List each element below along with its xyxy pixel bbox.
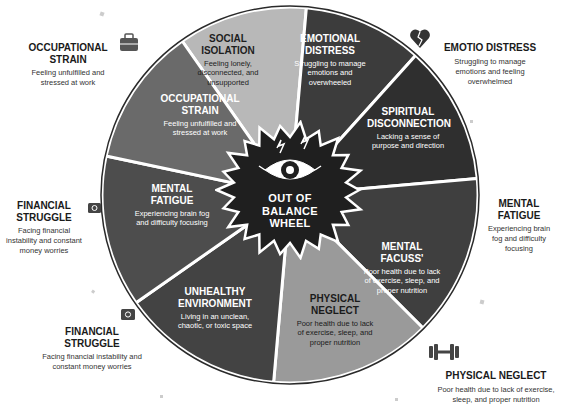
callout-description: Facing financial instability and constan…: [4, 226, 84, 255]
hub-starburst: OUT OF BALANCE WHEEL: [215, 120, 365, 260]
broken-heart-icon: [410, 30, 430, 48]
eye-illustration: [281, 161, 299, 179]
segment-title: MENTAL FACUSS': [361, 241, 443, 264]
segment-title: PHYSICAL NEGLECT: [296, 293, 374, 316]
segment-description: Poor health due to lack of exercise, sle…: [361, 267, 443, 295]
wheel-segment: UNHEALTHY ENVIRONMENT Living in an unclea…: [175, 286, 255, 331]
callout-title: OCCUPATIONAL STRAIN: [13, 42, 123, 65]
callout-description: Facing financial instability and constan…: [29, 352, 155, 372]
segment-description: Feeling unfulfilled and stressed at work: [160, 119, 240, 138]
callout-title: PHYSICAL NEGLECT: [434, 370, 558, 382]
wheel-segment: PHYSICAL NEGLECT Poor health due to lack …: [296, 293, 374, 347]
wheel-segment: EMOTIONAL DISTRESS Struggling to manage e…: [290, 33, 370, 87]
callout-title: FINANCIAL STRUGGLE: [2, 200, 86, 223]
debris: [91, 11, 484, 401]
money-icon: [88, 203, 101, 213]
wheel-segment: SPIRITUAL DISCONNECTION Lacking a sense o…: [367, 106, 449, 151]
segment-description: Experiencing brain fog and difficulty fo…: [133, 209, 211, 228]
eye-illustration: [265, 160, 315, 179]
segment-title: MENTAL FATIGUE: [133, 183, 211, 206]
wheel-segment: MENTAL FACUSS' Poor health due to lack of…: [361, 241, 443, 295]
segment-title: EMOTIONAL DISTRESS: [290, 33, 370, 56]
callout-description: Experiencing brain fog and difficulty fo…: [483, 224, 555, 253]
wheel-segment: MENTAL FATIGUE Experiencing brain fog and…: [133, 183, 211, 228]
hub-title: OUT OF BALANCE WHEEL: [242, 192, 338, 230]
segment-description: Feeling lonely, disconnected, and unsupp…: [188, 59, 268, 87]
hub-outline: [217, 122, 361, 258]
callout-title: MENTAL FATIGUE: [482, 198, 556, 221]
segment-description: Poor health due to lack of exercise, sle…: [296, 319, 374, 347]
dumbbell-icon: [429, 344, 459, 360]
eye-illustration: [286, 166, 294, 174]
wheel-rim: [101, 6, 479, 384]
money-icon: [121, 309, 135, 320]
callout-description: Struggling to manage emotions and feelin…: [442, 57, 538, 86]
briefcase-icon: [120, 34, 138, 51]
wheel-segment: SOCIAL ISOLATION Feeling lonely, disconne…: [188, 33, 268, 87]
wheel-segments: [101, 6, 479, 384]
segment-description: Struggling to manage emotions and overwh…: [290, 59, 370, 87]
segment-description: Lacking a sense of purpose and direction: [367, 132, 449, 151]
segment-description: Living in an unclean, chaotic, or toxic …: [175, 312, 255, 331]
segment-title: OCCUPATIONAL STRAIN: [160, 93, 240, 116]
callout-title: EMOTIO DISTRESS: [440, 42, 540, 54]
hub-shape: [215, 120, 365, 260]
eye-illustration: [259, 166, 321, 170]
segment-title: SOCIAL ISOLATION: [188, 33, 268, 56]
wheel-segment: OCCUPATIONAL STRAIN Feeling unfulfilled a…: [160, 93, 240, 138]
eye-illustration: [277, 140, 284, 153]
segment-title: UNHEALTHY ENVIRONMENT: [175, 286, 255, 309]
callout-description: Poor health due to lack of exercise, sle…: [433, 385, 559, 405]
segment-title: SPIRITUAL DISCONNECTION: [367, 106, 449, 129]
callout-title: FINANCIAL STRUGGLE: [36, 326, 148, 349]
callout-description: Feeling unfulfilled and stressed at work: [18, 68, 118, 88]
eye-illustration: [301, 136, 308, 149]
